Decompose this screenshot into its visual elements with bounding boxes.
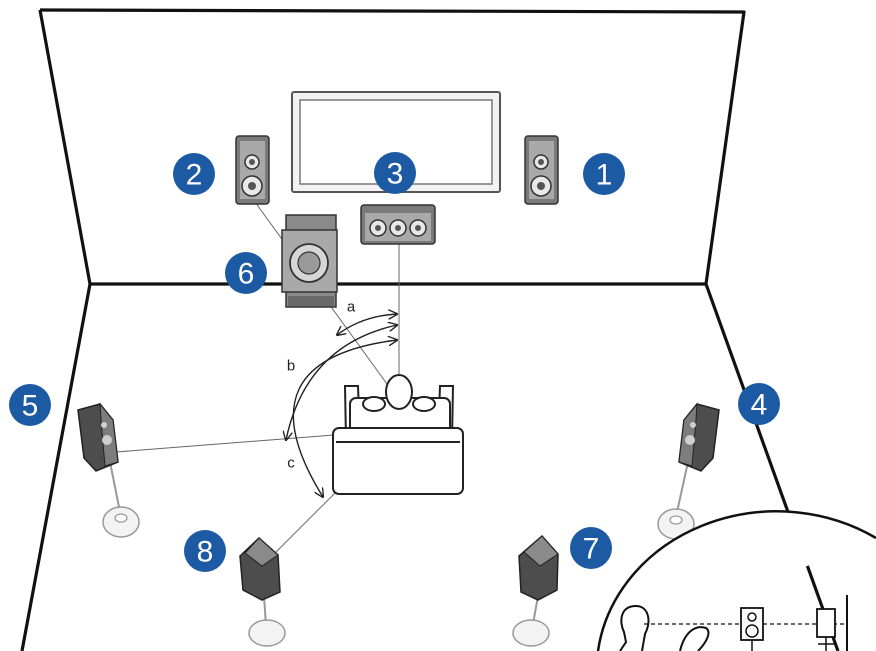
angle-arcs [286,314,397,497]
listening-guide-lines [115,201,400,554]
surround-back-right-speaker-icon [512,534,559,647]
svg-text:1: 1 [596,159,613,192]
badge-6: 6 [225,252,267,294]
badge-7: 7 [570,527,612,569]
svg-text:7: 7 [583,533,600,566]
height-inset [596,510,876,651]
svg-text:2: 2 [186,159,203,192]
angle-label-b: b [287,358,295,375]
listener-head-icon [619,605,710,651]
angle-label-c: c [287,455,295,472]
tv-icon [291,91,501,193]
inset-front-speaker-icon [740,607,764,651]
svg-text:5: 5 [22,390,39,423]
badge-1: 1 [583,153,625,195]
subwoofer-icon [281,214,338,308]
badge-5: 5 [9,384,51,426]
svg-text:3: 3 [387,158,404,191]
badge-3: 3 [374,152,416,194]
angle-label-a: a [347,299,356,316]
svg-text:6: 6 [238,258,255,291]
badge-4: 4 [738,383,780,425]
front-left-speaker-icon [235,135,270,205]
front-right-speaker-icon [524,135,559,205]
surround-left-speaker-icon [77,402,140,538]
surround-back-left-speaker-icon [239,536,286,647]
badge-2: 2 [173,153,215,195]
center-speaker-icon [360,204,436,245]
surround-right-speaker-icon [657,402,720,540]
inset-surround-speaker-icon [816,608,836,651]
room-outline [20,8,840,651]
svg-text:8: 8 [197,536,214,569]
listener-sofa-icon [332,374,464,495]
badge-8: 8 [184,530,226,572]
svg-text:4: 4 [751,389,768,422]
